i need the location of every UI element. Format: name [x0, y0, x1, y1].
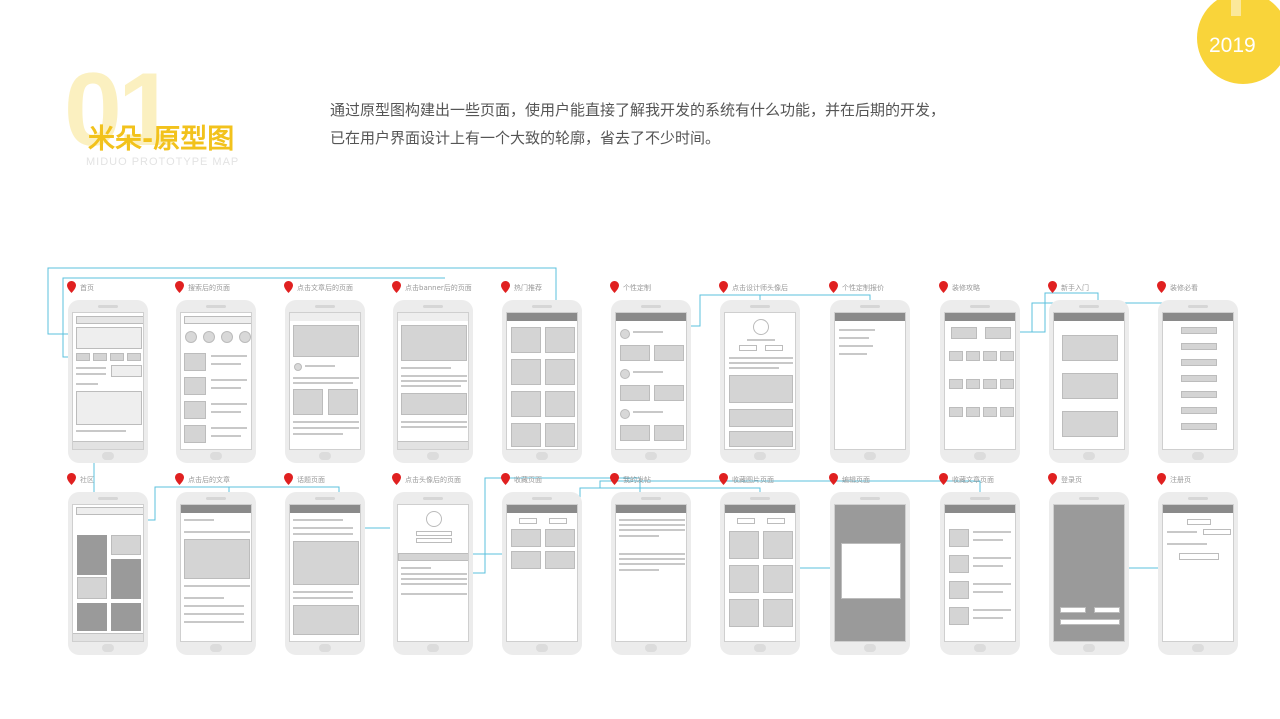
phone-banner — [393, 300, 473, 463]
phone-photos — [720, 492, 800, 655]
screen-register — [1162, 504, 1234, 642]
screen-topic — [289, 504, 361, 642]
screen-hot — [506, 312, 578, 450]
screen-label-musthave: 装修必看 — [1170, 284, 1198, 292]
pin-icon — [610, 281, 619, 293]
screen-guide — [944, 312, 1016, 450]
screen-articles — [944, 504, 1016, 642]
screen-label-community: 社区 — [80, 476, 94, 484]
phone-edit — [830, 492, 910, 655]
pin-icon — [392, 473, 401, 485]
screen-label-post: 点击后的文章 — [188, 476, 230, 484]
screen-label-register: 注册页 — [1170, 476, 1191, 484]
pin-icon — [67, 281, 76, 293]
screen-quote — [834, 312, 906, 450]
pin-icon — [392, 281, 401, 293]
screen-post — [180, 504, 252, 642]
screen-login — [1053, 504, 1125, 642]
pin-icon — [939, 473, 948, 485]
phone-search — [176, 300, 256, 463]
screen-designer — [724, 312, 796, 450]
screen-label-article: 点击文章后的页面 — [297, 284, 353, 292]
description-line-2: 已在用户界面设计上有一个大致的轮廓，省去了不少时间。 — [330, 129, 721, 147]
section-number: 01 — [64, 52, 176, 168]
pin-icon — [284, 281, 293, 293]
screen-home — [72, 312, 144, 450]
phone-login — [1049, 492, 1129, 655]
phone-guide — [940, 300, 1020, 463]
pin-icon — [1048, 281, 1057, 293]
page-title: 米朵-原型图 — [88, 124, 235, 155]
screen-musthave — [1162, 312, 1234, 450]
phone-articles — [940, 492, 1020, 655]
screen-beginner — [1053, 312, 1125, 450]
screen-label-banner: 点击banner后的页面 — [405, 284, 472, 292]
pin-icon — [829, 281, 838, 293]
pin-icon — [1157, 473, 1166, 485]
screen-label-guide: 装修攻略 — [952, 284, 980, 292]
phone-home — [68, 300, 148, 463]
pin-icon — [1048, 473, 1057, 485]
phone-musthave — [1158, 300, 1238, 463]
phone-post — [176, 492, 256, 655]
screen-label-collect: 收藏页面 — [514, 476, 542, 484]
phone-custom — [611, 300, 691, 463]
pin-icon — [610, 473, 619, 485]
phone-beginner — [1049, 300, 1129, 463]
pin-icon — [939, 281, 948, 293]
pin-icon — [175, 281, 184, 293]
screen-label-beginner: 新手入门 — [1061, 284, 1089, 292]
screen-label-photos: 收藏图片页面 — [732, 476, 774, 484]
screen-community — [72, 504, 144, 642]
phone-article — [285, 300, 365, 463]
phone-collect — [502, 492, 582, 655]
year-badge: 2019 — [1197, 0, 1280, 84]
phone-myposts — [611, 492, 691, 655]
pin-icon — [1157, 281, 1166, 293]
screen-edit — [834, 504, 906, 642]
screen-myposts — [615, 504, 687, 642]
pin-icon — [719, 281, 728, 293]
badge-notch — [1231, 0, 1241, 16]
screen-label-home: 首页 — [80, 284, 94, 292]
pin-icon — [501, 281, 510, 293]
phone-quote — [830, 300, 910, 463]
phone-profile — [393, 492, 473, 655]
pin-icon — [719, 473, 728, 485]
screen-banner — [397, 312, 469, 450]
phone-hot — [502, 300, 582, 463]
screen-custom — [615, 312, 687, 450]
screen-label-login: 登录页 — [1061, 476, 1082, 484]
pin-icon — [284, 473, 293, 485]
year-text: 2019 — [1209, 34, 1256, 57]
screen-label-topic: 话题页面 — [297, 476, 325, 484]
pin-icon — [829, 473, 838, 485]
screen-label-myposts: 我的发帖 — [623, 476, 651, 484]
screen-profile — [397, 504, 469, 642]
phone-designer — [720, 300, 800, 463]
screen-article — [289, 312, 361, 450]
phone-community — [68, 492, 148, 655]
screen-label-custom: 个性定制 — [623, 284, 651, 292]
screen-photos — [724, 504, 796, 642]
screen-collect — [506, 504, 578, 642]
screen-label-search: 搜索后的页面 — [188, 284, 230, 292]
pin-icon — [175, 473, 184, 485]
screen-label-articles: 收藏文章页面 — [952, 476, 994, 484]
screen-label-edit: 编辑页面 — [842, 476, 870, 484]
screen-search — [180, 312, 252, 450]
pin-icon — [501, 473, 510, 485]
home-button-icon — [102, 452, 114, 460]
screen-label-profile: 点击头像后的页面 — [405, 476, 461, 484]
description: 通过原型图构建出一些页面，使用户能直接了解我开发的系统有什么功能，并在后期的开发… — [330, 96, 1030, 152]
phone-topic — [285, 492, 365, 655]
phone-speaker — [98, 305, 118, 308]
screen-label-designer: 点击设计师头像后 — [732, 284, 788, 292]
page-subtitle: MIDUO PROTOTYPE MAP — [86, 156, 240, 168]
screen-label-hot: 热门推荐 — [514, 284, 542, 292]
screen-label-quote: 个性定制报价 — [842, 284, 884, 292]
pin-icon — [67, 473, 76, 485]
description-line-1: 通过原型图构建出一些页面，使用户能直接了解我开发的系统有什么功能，并在后期的开发… — [330, 101, 946, 119]
phone-register — [1158, 492, 1238, 655]
